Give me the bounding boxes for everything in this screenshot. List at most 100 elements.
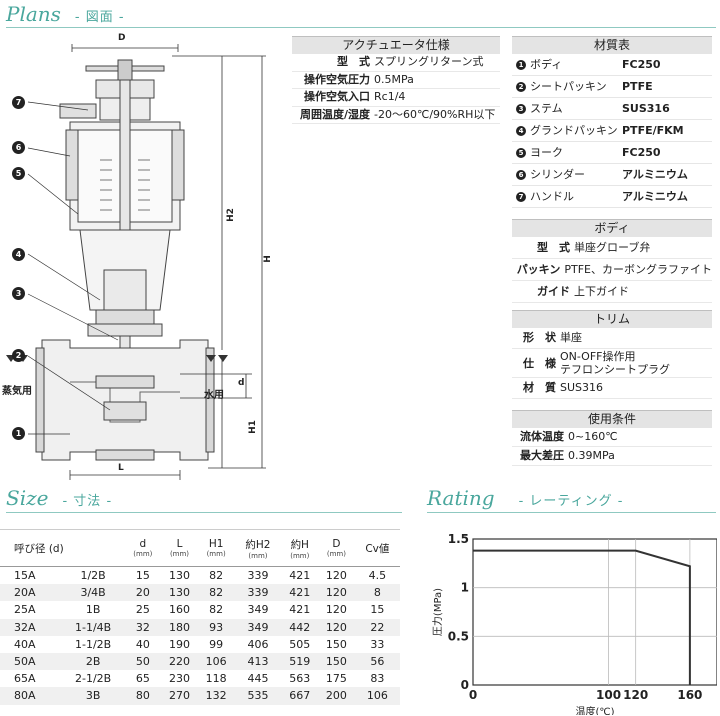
material-number: 1 [516, 59, 526, 70]
actuator-key: 操作空気入口 [304, 90, 370, 103]
table-cell: 99 [209, 637, 224, 651]
material-name: FC250 [622, 146, 661, 159]
table-cell: 56 [354, 652, 400, 671]
plans-rule [6, 27, 716, 28]
trim-row: 形 状単座 [512, 328, 712, 349]
trim-title: トリム [512, 310, 712, 328]
table-cell: 421 [289, 603, 311, 617]
table-cell: 82 [209, 603, 224, 617]
size-header-nominal: 呼び径 (d) [0, 529, 125, 567]
table-cell: 2-1/2B [74, 672, 112, 686]
actuator-spec-title: アクチュエータ仕様 [292, 36, 500, 54]
table-cell: 132 [197, 687, 235, 705]
table-cell: 339 [234, 584, 282, 602]
conditions-value: 0~160℃ [568, 430, 618, 443]
x-axis-label: 温度(℃) [575, 705, 614, 715]
table-cell: 445 [247, 672, 269, 686]
table-cell: 563 [289, 672, 311, 686]
x-tick-label: 120 [623, 688, 648, 702]
table-cell: 519 [281, 652, 319, 671]
table-cell: 25 [135, 603, 150, 617]
table-cell: 20 [124, 584, 162, 602]
callout-3: 3 [12, 287, 25, 300]
size-table-header: 呼び径 (d) d(mm) L(mm) H1(mm) 約H2(mm) 約H(mm… [0, 529, 400, 567]
rating-section-title: Rating - レーティング - [427, 486, 623, 510]
material-number: 4 [516, 125, 526, 136]
table-cell: 40 [135, 637, 150, 651]
table-cell: 421 [289, 569, 311, 583]
table-cell: 1-1/2B [74, 637, 112, 651]
table-cell: 33 [370, 637, 385, 651]
table-cell: 349 [234, 618, 282, 636]
table-cell: 190 [168, 637, 190, 651]
table-cell: 180 [161, 618, 198, 636]
table-cell: 120 [318, 618, 355, 636]
table-cell: 120 [318, 584, 355, 602]
table-cell: 2B [61, 652, 125, 671]
material-name: アルミニウム [622, 168, 688, 181]
rating-title-script: Rating [427, 486, 495, 510]
table-cell: 667 [281, 687, 319, 705]
trim-row: 材 質 SUS316 [512, 378, 712, 399]
size-rule [6, 512, 402, 513]
table-cell: 1B [85, 603, 101, 617]
x-tick-label: 0 [469, 688, 477, 702]
actuator-row: 周囲温度/湿度-20～60℃/90%RH以下 [292, 107, 500, 124]
rating-rule [427, 512, 716, 513]
table-cell: 270 [161, 687, 198, 705]
actuator-key: 操作空気圧力 [304, 72, 370, 86]
table-cell: 130 [168, 569, 190, 583]
callout-1: 1 [12, 427, 25, 440]
body-key: パッキン [516, 263, 561, 276]
table-cell: 8 [354, 584, 400, 602]
material-name: アルミニウム [622, 190, 688, 203]
table-cell: 50 [124, 652, 162, 671]
table-cell: 339 [247, 569, 269, 583]
water-label: 水用 [204, 390, 224, 401]
size-header-d: d(mm) [124, 529, 162, 567]
trim-key: 材 質 [523, 381, 556, 394]
table-cell: 20A [0, 584, 62, 602]
y-axis-label: 圧力(MPa) [431, 588, 444, 636]
conditions-title: 使用条件 [512, 410, 712, 428]
rating-title-jp: - レーティング - [518, 494, 624, 509]
table-cell: 65 [135, 672, 150, 686]
material-number: 3 [516, 103, 526, 114]
actuator-value: Rc1/4 [374, 90, 406, 103]
table-cell: 106 [197, 652, 235, 671]
size-header-H: 約H(mm) [281, 529, 319, 567]
body-key: 型 式 [537, 241, 570, 254]
callout-6: 6 [12, 141, 25, 154]
table-cell: 40A [14, 637, 36, 651]
table-cell: 1/2B [80, 569, 106, 583]
trim-value: SUS316 [560, 381, 604, 394]
body-row: 型 式単座グローブ弁 [512, 237, 712, 259]
table-cell: 82 [197, 584, 235, 602]
table-cell: 230 [168, 672, 190, 686]
size-header-H2: 約H2(mm) [234, 529, 282, 567]
material-part: ボディ [530, 58, 563, 71]
y-tick-label: 1.5 [448, 532, 469, 546]
dim-H1: H1 [247, 420, 258, 434]
y-tick-label: 0.5 [448, 629, 469, 643]
material-part: シリンダー [530, 168, 585, 181]
body-value: 上下ガイド [574, 285, 629, 298]
trim-value: 単座 [560, 331, 582, 344]
material-part: シートパッキン [530, 80, 607, 93]
callout-7: 7 [12, 96, 25, 109]
actuator-key: 周囲温度/湿度 [299, 107, 370, 121]
material-number: 5 [516, 147, 526, 158]
y-tick-label: 1 [461, 581, 469, 595]
table-cell: 413 [234, 652, 282, 671]
plot-frame [472, 538, 717, 686]
